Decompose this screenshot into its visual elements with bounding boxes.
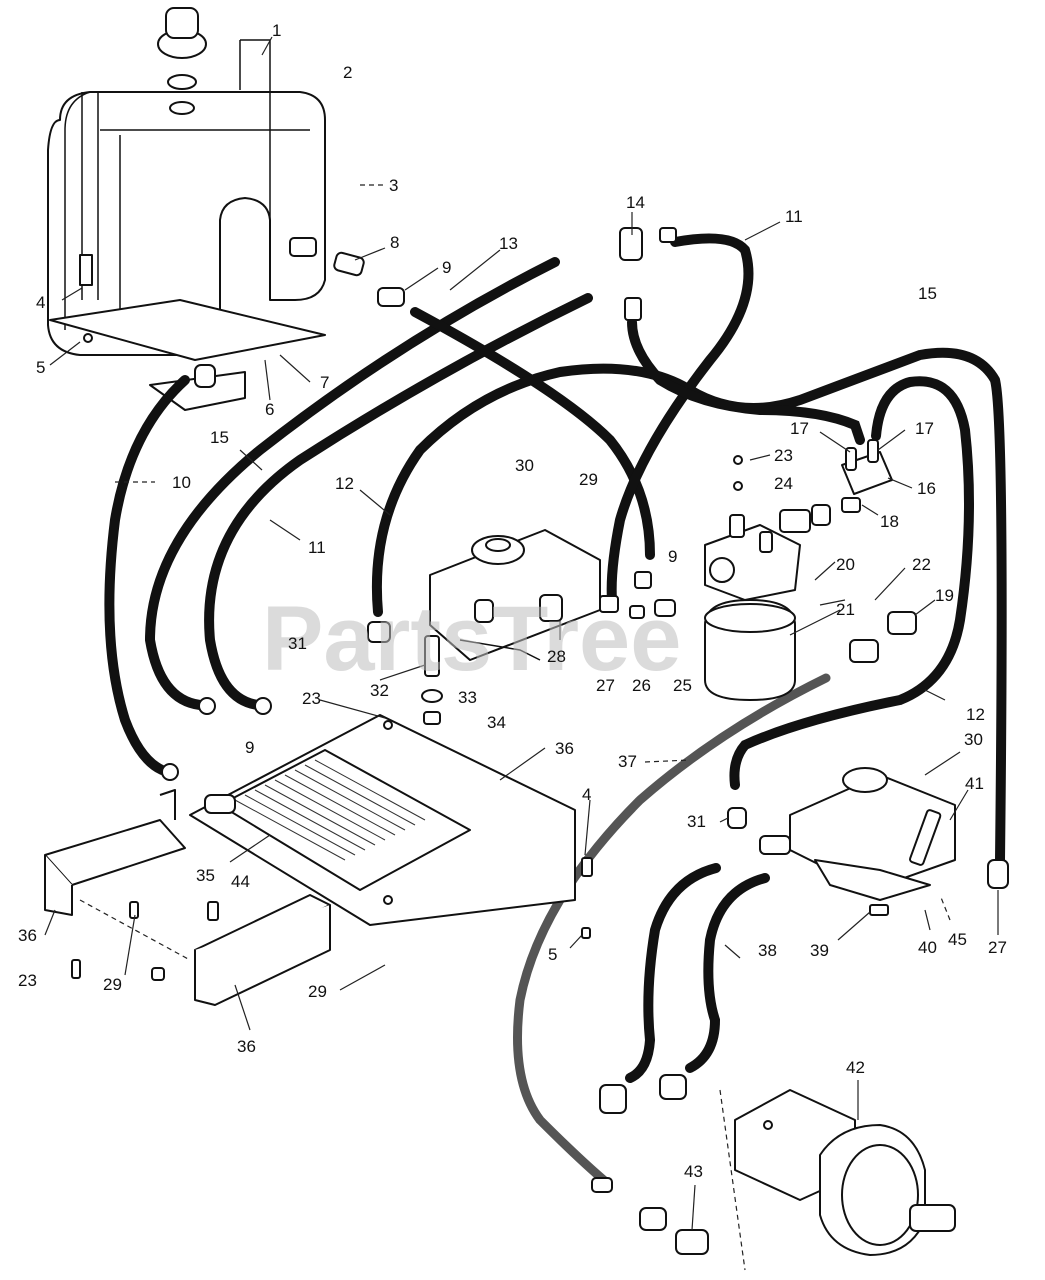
callout-8: 8 — [390, 233, 399, 252]
callout-6: 6 — [265, 400, 274, 419]
hose-13 — [410, 307, 655, 560]
callout-42: 42 — [846, 1058, 865, 1077]
callout-33: 33 — [458, 688, 477, 707]
callout-26: 26 — [632, 676, 651, 695]
callout-18: 18 — [880, 512, 899, 531]
callout-23-mid: 23 — [302, 689, 321, 708]
callout-14: 14 — [626, 193, 645, 212]
callout-13: 13 — [499, 234, 518, 253]
small-hardware — [71, 857, 593, 981]
hydraulic-motor — [734, 1089, 956, 1256]
bolt-32 — [421, 635, 443, 725]
callout-15-left: 15 — [210, 428, 229, 447]
mount-bracket-left — [44, 789, 186, 916]
callout-27-upper: 27 — [596, 676, 615, 695]
control-valve-upper — [429, 529, 601, 661]
callout-41: 41 — [965, 774, 984, 793]
callout-9-mid: 9 — [668, 547, 677, 566]
hose-11-left — [204, 293, 593, 710]
callout-19: 19 — [935, 586, 954, 605]
callout-7: 7 — [320, 373, 329, 392]
callout-29-lower: 29 — [308, 982, 327, 1001]
callout-4: 4 — [36, 293, 45, 312]
tank-fittings — [333, 251, 405, 307]
callout-4-right: 4 — [582, 785, 591, 804]
callout-30-upper: 30 — [515, 456, 534, 475]
callout-11-left: 11 — [308, 538, 326, 557]
callout-45: 45 — [948, 930, 967, 949]
callout-36-left: 36 — [18, 926, 37, 945]
tank-strap — [81, 39, 271, 300]
filter-fittings — [629, 599, 917, 663]
reservoir-tank — [47, 91, 326, 356]
callout-20: 20 — [836, 555, 855, 574]
callout-28: 28 — [547, 647, 566, 666]
hose-10 — [104, 375, 190, 775]
callout-23-upper: 23 — [774, 446, 793, 465]
callout-17-left: 17 — [790, 419, 809, 438]
hose-14-drop — [627, 317, 865, 445]
callout-36-lower: 36 — [237, 1037, 256, 1056]
callout-39: 39 — [810, 941, 829, 960]
hydraulic-hoses — [104, 233, 1007, 1187]
hose-38-left — [625, 863, 721, 1083]
filter-head — [704, 504, 831, 601]
callout-9: 9 — [442, 258, 451, 277]
hose-fittings — [161, 227, 1009, 1255]
callout-36-cooler: 36 — [555, 739, 574, 758]
hose-11-right — [606, 233, 754, 605]
callout-43: 43 — [684, 1162, 703, 1181]
hose-15-left — [144, 257, 560, 710]
watermark: PartsTree — [262, 588, 681, 690]
oil-filter — [704, 599, 796, 701]
callout-38: 38 — [758, 941, 777, 960]
hose-38-right — [685, 873, 770, 1073]
callout-5-right: 5 — [548, 945, 557, 964]
callout-29-left: 29 — [103, 975, 122, 994]
callout-44: 44 — [231, 872, 250, 891]
callout-34: 34 — [487, 713, 506, 732]
callout-24: 24 — [774, 474, 793, 493]
callout-35: 35 — [196, 866, 215, 885]
tank-mount-plate — [49, 237, 326, 411]
callout-21: 21 — [836, 600, 855, 619]
callout-30-lower: 30 — [964, 730, 983, 749]
callout-40: 40 — [918, 938, 937, 957]
callout-32: 32 — [370, 681, 389, 700]
callout-10: 10 — [172, 473, 191, 492]
callout-25: 25 — [673, 676, 692, 695]
callout-37: 37 — [618, 752, 637, 771]
tee-fitting-16 — [733, 439, 893, 513]
oil-cooler — [189, 714, 576, 926]
callout-3: 3 — [389, 176, 398, 195]
callout-12-right: 12 — [966, 705, 985, 724]
callout-1: 1 — [272, 21, 281, 40]
cooler-fins — [234, 759, 426, 861]
callout-labels: 1 2 3 4 5 6 7 8 9 13 14 11 15 10 15 12 1… — [18, 21, 1007, 1181]
callout-5: 5 — [36, 358, 45, 377]
callout-29-upper: 29 — [579, 470, 598, 489]
callout-22: 22 — [912, 555, 931, 574]
leader-lines — [44, 36, 999, 1271]
callout-11-top: 11 — [785, 207, 803, 226]
mount-bracket-lower — [194, 894, 331, 1006]
callout-17-right: 17 — [915, 419, 934, 438]
callout-9-lower: 9 — [245, 738, 254, 757]
callout-27-right: 27 — [988, 938, 1007, 957]
callout-23-left: 23 — [18, 971, 37, 990]
control-valve-lower — [759, 767, 956, 916]
hose-17 — [729, 376, 974, 790]
callout-15-top: 15 — [918, 284, 937, 303]
callout-31-lower: 31 — [687, 812, 706, 831]
callout-16: 16 — [917, 479, 936, 498]
filler-cap — [157, 7, 207, 115]
callout-2: 2 — [343, 63, 352, 82]
hose-37 — [513, 673, 831, 1187]
callout-31-upper: 31 — [288, 634, 307, 653]
callout-12-left: 12 — [335, 474, 354, 493]
